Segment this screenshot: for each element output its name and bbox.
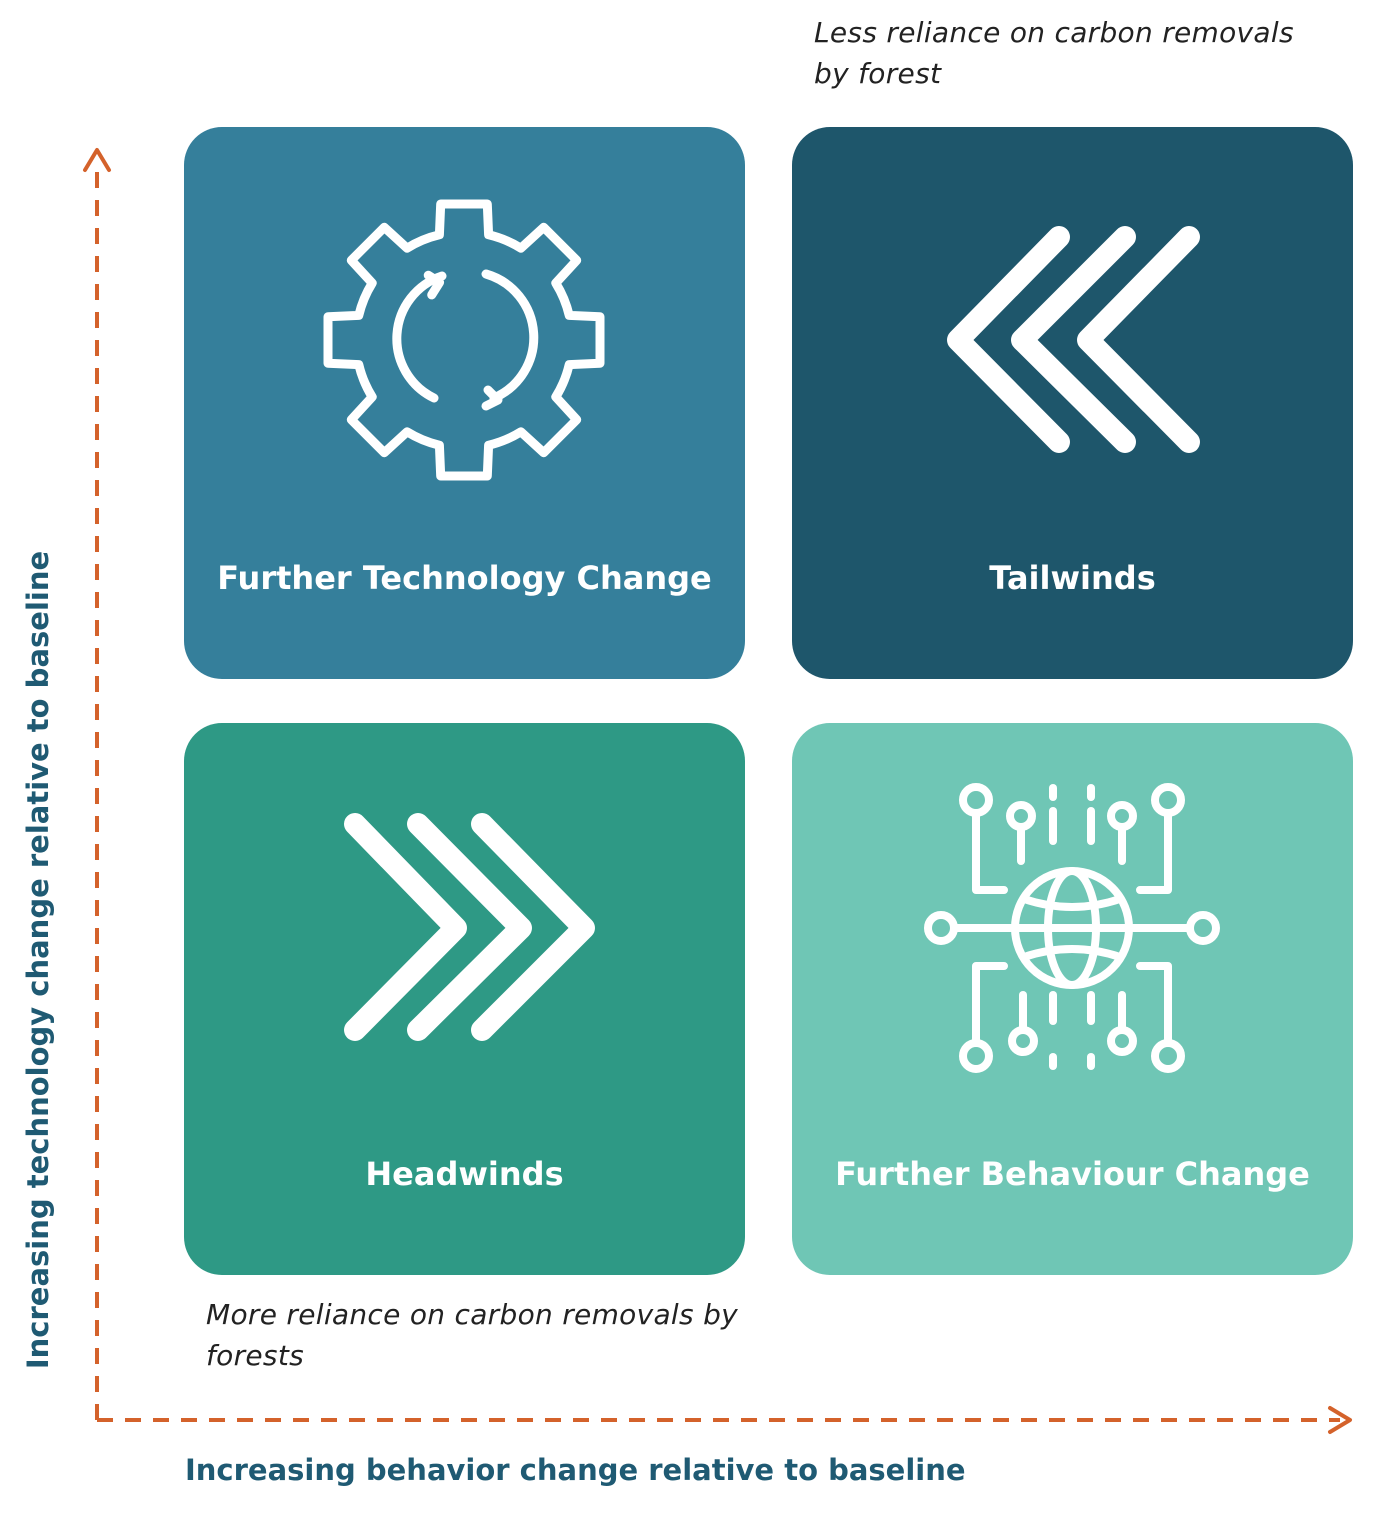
- quadrant-label: Further Technology Change: [217, 559, 712, 597]
- triple-chevron-left-icon: [947, 226, 1200, 453]
- globe-circuit-icon: [924, 783, 1220, 1073]
- quadrant-tailwinds: Tailwinds: [792, 127, 1353, 679]
- x-axis-arrowhead: [1328, 1406, 1352, 1434]
- quadrant-further-behaviour-change: Further Behaviour Change: [792, 723, 1353, 1275]
- triple-chevron-right-icon: [344, 813, 595, 1041]
- quadrant-label: Further Behaviour Change: [835, 1155, 1310, 1193]
- quadrant-label: Tailwinds: [989, 559, 1156, 597]
- y-axis-arrowhead: [83, 148, 111, 172]
- note-more-reliance: More reliance on carbon removals by fore…: [206, 1298, 739, 1372]
- quadrant-label: Headwinds: [365, 1155, 564, 1193]
- gear-refresh-icon: [323, 199, 605, 481]
- quadrant-headwinds: Headwinds: [184, 723, 745, 1275]
- note-less-reliance: Less reliance on carbon removals by fore…: [814, 16, 1294, 90]
- x-axis-title: Increasing behavior change relative to b…: [185, 1453, 966, 1487]
- y-axis-title: Increasing technology change relative to…: [21, 550, 55, 1370]
- quadrant-further-technology-change: Further Technology Change: [184, 127, 745, 679]
